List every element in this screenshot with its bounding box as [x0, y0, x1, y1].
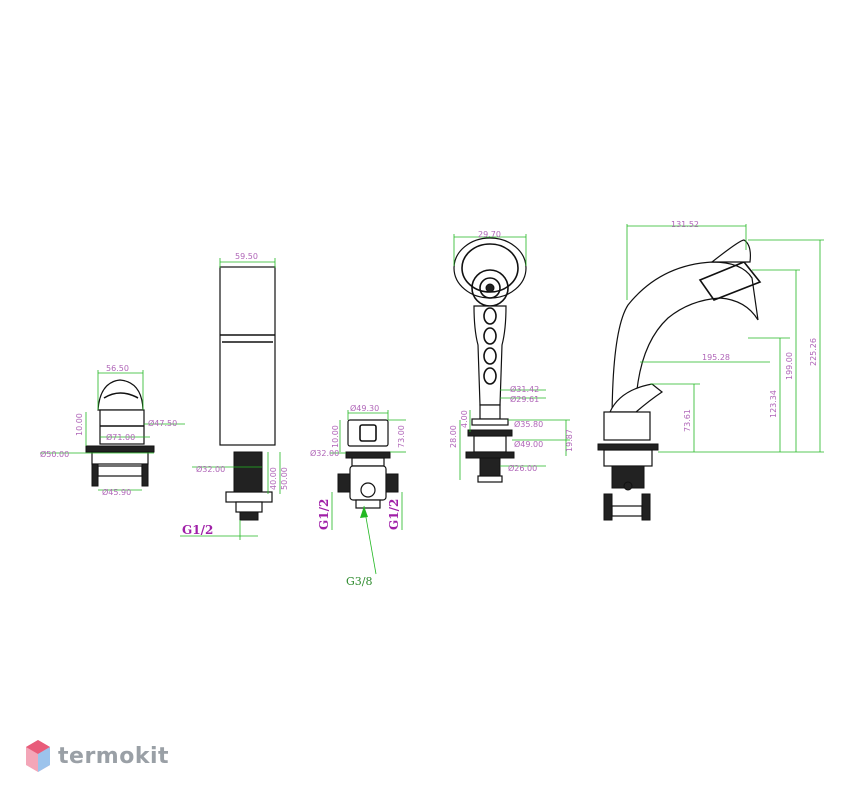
watermark-text: termokit	[58, 743, 170, 769]
c5-reach-label: 195.28	[702, 353, 730, 362]
c2-width-label: 59.50	[235, 252, 258, 261]
component-mixer-spout	[597, 224, 824, 521]
c4-d1-label: Ø31.42	[510, 384, 539, 394]
c3-arrow-label: G3/8	[346, 575, 373, 588]
c4-width-label: 29.70	[478, 230, 501, 239]
c1-d1-label: Ø47.50	[148, 418, 177, 428]
c5-width-label: 131.52	[671, 220, 699, 229]
c1-width-label: 56.50	[106, 364, 129, 373]
c4-d5-label: Ø26.00	[508, 463, 537, 473]
c3-thread-right-label: G1/2	[387, 499, 401, 530]
c5-h3-label: 199.00	[785, 352, 794, 380]
watermark: termokit	[24, 736, 169, 776]
c3-d-label: Ø32.00	[310, 448, 339, 458]
c1-d2-label: Ø71.00	[106, 432, 135, 442]
c5-h1-label: 73.61	[683, 409, 692, 432]
c2-thread-label: G1/2	[182, 523, 213, 537]
c1-d3-label: Ø50.00	[40, 449, 69, 459]
c3-thread-left-label: G1/2	[317, 499, 331, 530]
component-valve-body	[330, 410, 406, 575]
hexagon-logo-icon	[26, 740, 50, 772]
c4-h3-label: 19.87	[565, 429, 574, 452]
c5-h2-label: 123.34	[769, 390, 778, 418]
c3-h2-label: 73.00	[397, 425, 406, 448]
component-hand-shower	[453, 234, 570, 483]
c3-h1-label: 10.00	[331, 425, 340, 448]
c4-d3-label: Ø35.80	[514, 419, 543, 429]
component-spout-block	[180, 258, 281, 540]
c4-d4-label: Ø49.00	[514, 439, 543, 449]
c4-h1-label: 28.00	[449, 425, 458, 448]
c1-d4-label: Ø45.90	[102, 487, 131, 497]
c1-height-label: 10.00	[75, 413, 84, 436]
component-diverter-knob	[40, 370, 185, 491]
c3-width-label: Ø49.30	[350, 403, 379, 413]
c2-h2-label: 50.00	[280, 467, 289, 490]
c5-h4-label: 225.26	[809, 338, 818, 366]
c2-h1-label: 40.00	[269, 467, 278, 490]
c4-d2-label: Ø29.61	[510, 394, 539, 404]
c2-d-label: Ø32.00	[196, 464, 225, 474]
c4-h2-label: 4.00	[460, 410, 469, 428]
